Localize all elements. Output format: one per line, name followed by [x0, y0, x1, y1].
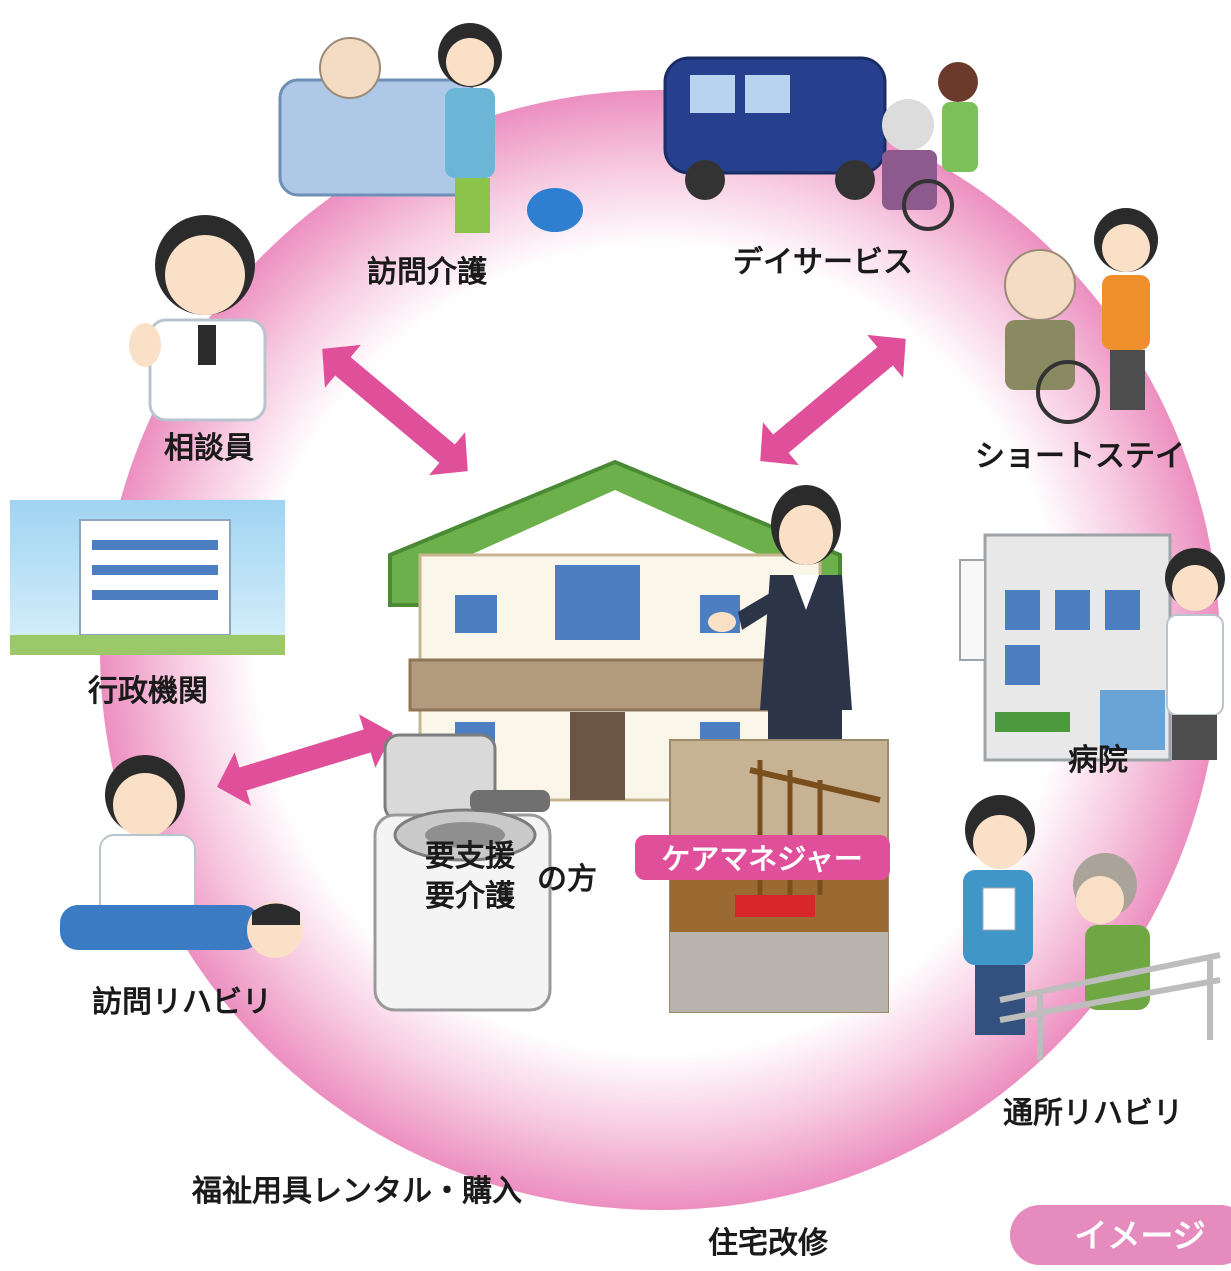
hospital-illustration	[959, 533, 1225, 762]
label-short-stay: ショートステイ	[975, 439, 1185, 474]
label-home-rehab: 訪問リハビリ	[92, 985, 272, 1020]
welfare-equipment-illustration	[373, 733, 552, 1012]
image-badge	[1010, 1205, 1231, 1265]
government-illustration	[10, 500, 285, 655]
care-manager-label: ケアマネジャー	[661, 842, 863, 876]
care-manager-pill	[635, 835, 890, 880]
label-welfare-equipment: 福祉用具レンタル・購入	[191, 1174, 522, 1209]
label-day-service: デイサービス	[733, 245, 913, 280]
label-home-care: 訪問介護	[367, 255, 488, 290]
client-suffix: の方	[537, 862, 597, 897]
client-line2: 要介護	[425, 879, 516, 914]
label-hospital: 病院	[1068, 743, 1128, 778]
home-care-illustration	[278, 23, 583, 233]
arrow-upper-right	[760, 334, 906, 466]
short-stay-illustration	[1004, 208, 1158, 424]
label-counselor: 相談員	[164, 431, 254, 466]
arrow-left	[217, 714, 393, 806]
home-rehab-illustration	[60, 755, 303, 958]
day-service-illustration	[663, 56, 978, 231]
day-rehab-illustration	[963, 795, 1221, 1060]
label-government: 行政機関	[87, 674, 208, 709]
label-day-rehab: 通所リハビリ	[1003, 1096, 1183, 1131]
counselor-illustration	[129, 215, 267, 422]
arrows	[217, 334, 906, 806]
label-home-renovation: 住宅改修	[708, 1226, 829, 1261]
arrow-upper-left	[322, 344, 468, 476]
client-line1: 要支援	[425, 839, 516, 874]
image-badge-label: イメージ	[1074, 1216, 1205, 1255]
